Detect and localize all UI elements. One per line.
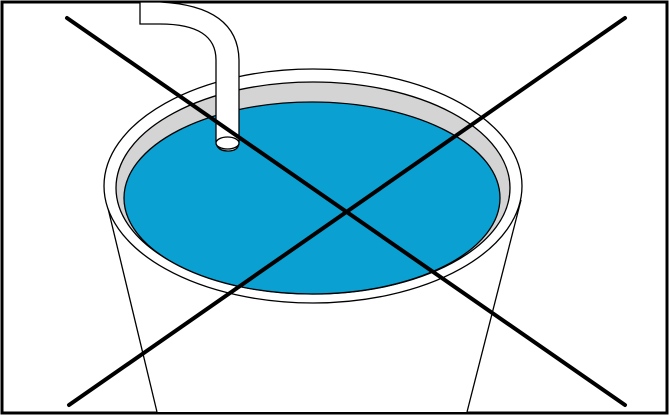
hose-pipe-opening (216, 137, 239, 149)
water-surface (124, 102, 500, 294)
